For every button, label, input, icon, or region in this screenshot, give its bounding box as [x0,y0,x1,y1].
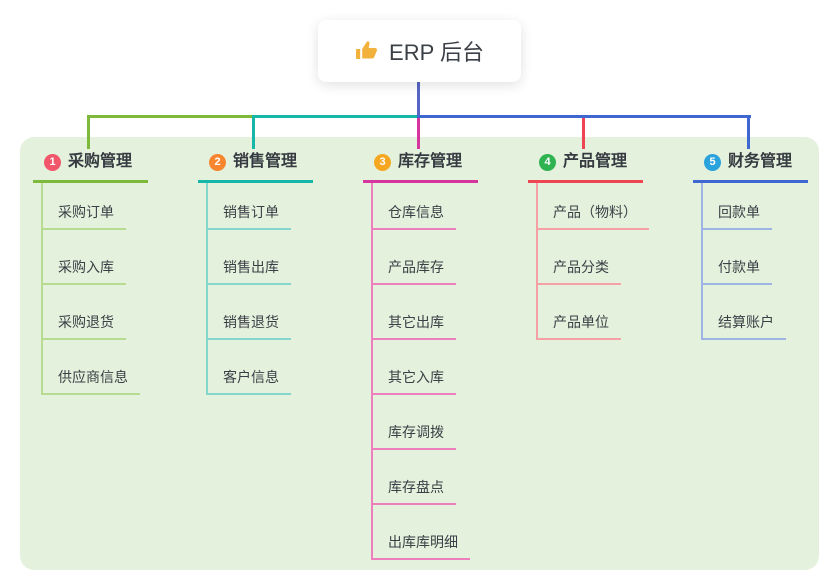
branch-header-5[interactable]: 5 财务管理 [693,148,809,183]
bus-segment-green [86,115,255,118]
branch-children-4: 产品（物料） 产品分类产品单位 [536,183,693,340]
child-node[interactable]: 销售出库 [208,258,291,285]
branch-drop-line-2 [251,118,255,149]
branch-children-2: 销售订单销售出库销售退货客户信息 [206,183,363,395]
branch-number-badge: 3 [374,153,391,171]
branches-panel [20,137,819,570]
child-node[interactable]: 结算账户 [703,313,786,340]
root-label: ERP 后台 [389,40,484,65]
branch-number-badge: 4 [539,153,556,171]
child-node[interactable]: 销售退货 [208,313,291,340]
branch-label: 库存管理 [398,153,463,170]
branch-1: 1 采购管理采购订单采购入库采购退货供应商信息 [33,148,198,395]
thumbs-up-icon [355,39,379,63]
branch-drop-line-1 [86,118,90,149]
branch-header-1[interactable]: 1 采购管理 [33,148,149,183]
child-node[interactable]: 其它出库 [373,313,456,340]
child-node[interactable]: 产品库存 [373,258,456,285]
root-stem-line [417,82,420,118]
branch-header-3[interactable]: 3 库存管理 [363,148,479,183]
branch-number-badge: 1 [44,153,61,171]
child-node[interactable]: 采购订单 [43,203,126,230]
branch-header-4[interactable]: 4 产品管理 [528,148,644,183]
branch-number-badge: 5 [704,153,721,171]
child-node[interactable]: 产品（物料） [538,203,649,230]
child-node[interactable]: 客户信息 [208,368,291,395]
branch-label: 产品管理 [563,153,628,170]
child-node[interactable]: 采购退货 [43,313,126,340]
branch-4: 4 产品管理产品（物料） 产品分类产品单位 [528,148,693,340]
bus-segment-teal [251,115,419,118]
child-node[interactable]: 库存调拨 [373,423,456,450]
child-node[interactable]: 其它入库 [373,368,456,395]
child-node[interactable]: 产品分类 [538,258,621,285]
branch-drop-line-4 [581,118,585,149]
root-node[interactable]: ERP 后台 [318,20,521,82]
branch-header-2[interactable]: 2 销售管理 [198,148,314,183]
child-node[interactable]: 回款单 [703,203,772,230]
branch-2: 2 销售管理销售订单销售出库销售退货客户信息 [198,148,363,395]
child-node[interactable]: 库存盘点 [373,478,456,505]
branch-drop-line-3 [416,118,420,149]
child-node[interactable]: 采购入库 [43,258,126,285]
child-node[interactable]: 产品单位 [538,313,621,340]
branch-label: 采购管理 [68,153,133,170]
branch-number-badge: 2 [209,153,226,171]
branch-children-1: 采购订单采购入库采购退货供应商信息 [41,183,198,395]
child-node[interactable]: 供应商信息 [43,368,140,395]
child-node[interactable]: 仓库信息 [373,203,456,230]
bus-segment-blue [417,115,751,118]
branch-children-3: 仓库信息产品库存其它出库其它入库库存调拨库存盘点出库库明细 [371,183,528,560]
child-node[interactable]: 销售订单 [208,203,291,230]
child-node[interactable]: 付款单 [703,258,772,285]
branch-drop-line-5 [746,118,750,149]
branch-3: 3 库存管理仓库信息产品库存其它出库其它入库库存调拨库存盘点出库库明细 [363,148,528,560]
branch-label: 销售管理 [233,153,298,170]
child-node[interactable]: 出库库明细 [373,533,470,560]
branch-label: 财务管理 [728,153,793,170]
branch-children-5: 回款单付款单结算账户 [701,183,839,340]
branch-5: 5 财务管理回款单付款单结算账户 [693,148,839,340]
